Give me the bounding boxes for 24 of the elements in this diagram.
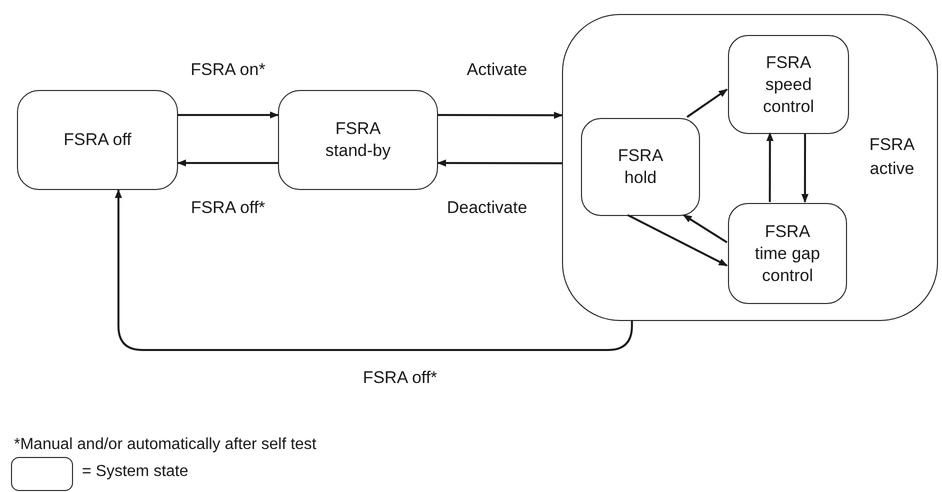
arrow (114, 189, 633, 351)
state-label: FSRA active (868, 134, 916, 180)
arrow (801, 133, 809, 203)
arrow (437, 159, 562, 167)
arrow (178, 111, 279, 119)
state-box (728, 35, 849, 134)
state-label: FSRA hold (616, 145, 664, 189)
arrow (682, 214, 728, 244)
footnote: *Manual and/or automatically after self test (14, 435, 316, 455)
legend-text: = System state (82, 462, 188, 482)
arrow (686, 88, 728, 118)
state-box (278, 90, 438, 190)
state-label: FSRA off (64, 129, 132, 151)
state-group (562, 14, 938, 321)
state-box (728, 203, 847, 304)
state-box (581, 118, 700, 216)
state-box (17, 90, 178, 190)
arrow (438, 112, 563, 119)
state-label: FSRA speed control (762, 52, 816, 118)
state-label: FSRA time gap control (754, 220, 822, 286)
arrow (177, 159, 278, 167)
arrow (766, 132, 774, 202)
state-label: FSRA stand-by (324, 118, 392, 162)
arrow (627, 214, 728, 267)
